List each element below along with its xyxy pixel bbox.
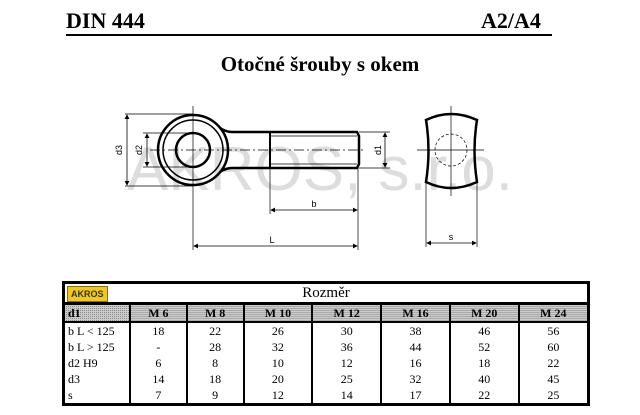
watermark: AKROS, s.r.o. [127,135,513,204]
table-cell: 32 [242,339,313,355]
table-cell: d3 [68,371,80,386]
table-cell: 7 [129,387,187,405]
table-cell: 60 [517,339,589,355]
table-cell: 20 [242,371,313,387]
table-cell: 17 [380,387,450,405]
table-cell: 46 [448,322,519,339]
table-cell: 16 [380,355,450,371]
label-d2: d2 [134,145,144,155]
label-s: s [449,232,454,242]
table-title: Rozměr [302,284,350,301]
table-cell: 44 [380,339,450,355]
column-header: M 12 [311,303,382,323]
table-cell: 22 [185,322,244,339]
table-cell: 52 [448,339,519,355]
table-cell: 26 [242,322,313,339]
label-L: L [269,235,274,245]
column-header: M 10 [242,303,313,323]
table-title-cell: AKROS Rozměr [63,282,589,305]
table-cell: - [129,339,187,355]
table-cell: 18 [185,371,244,387]
table-cell: 8 [185,355,244,371]
table-cell: 18 [448,355,519,371]
table-cell: b L > 125 [68,339,115,354]
label-b: b [311,199,316,209]
table-cell: 25 [311,371,382,387]
table-cell: 25 [517,387,589,405]
table-cell: b L < 125 [68,323,115,338]
table-cell: 14 [311,387,382,405]
table-cell: 28 [185,339,244,355]
page-subtitle: Otočné šrouby s okem [220,52,420,76]
table-cell: 30 [311,322,382,339]
table-cell: 6 [129,355,187,371]
column-header: M 20 [448,303,519,323]
table-cell: 56 [517,322,589,339]
table-cell: 22 [517,355,589,371]
label-d1: d1 [373,145,383,155]
table-cell: 12 [242,387,313,405]
table-cell: 9 [185,387,244,405]
column-header: M 16 [380,303,450,323]
shank [219,126,361,174]
table-cell: 32 [380,371,450,387]
table-cell: 45 [517,371,589,387]
table-cell: 40 [448,371,519,387]
standard-title: DIN 444 [66,8,145,33]
column-header: M 6 [129,303,187,323]
column-header: M 8 [185,303,244,323]
label-d3: d3 [114,145,124,155]
table-cell: 38 [380,322,450,339]
table-cell: 10 [242,355,313,371]
table-cell: s [68,387,73,402]
table-cell: 18 [129,322,187,339]
column-header: d1 [63,303,130,323]
table-cell: 36 [311,339,382,355]
column-header: M 24 [517,303,589,323]
title-divider [66,34,552,36]
table-cell: 12 [311,355,382,371]
akros-logo: AKROS [67,286,108,302]
table-cell: 14 [129,371,187,387]
table-cell: 22 [448,387,519,405]
material-title: A2/A4 [481,8,541,33]
table-cell: d2 H9 [68,355,98,370]
